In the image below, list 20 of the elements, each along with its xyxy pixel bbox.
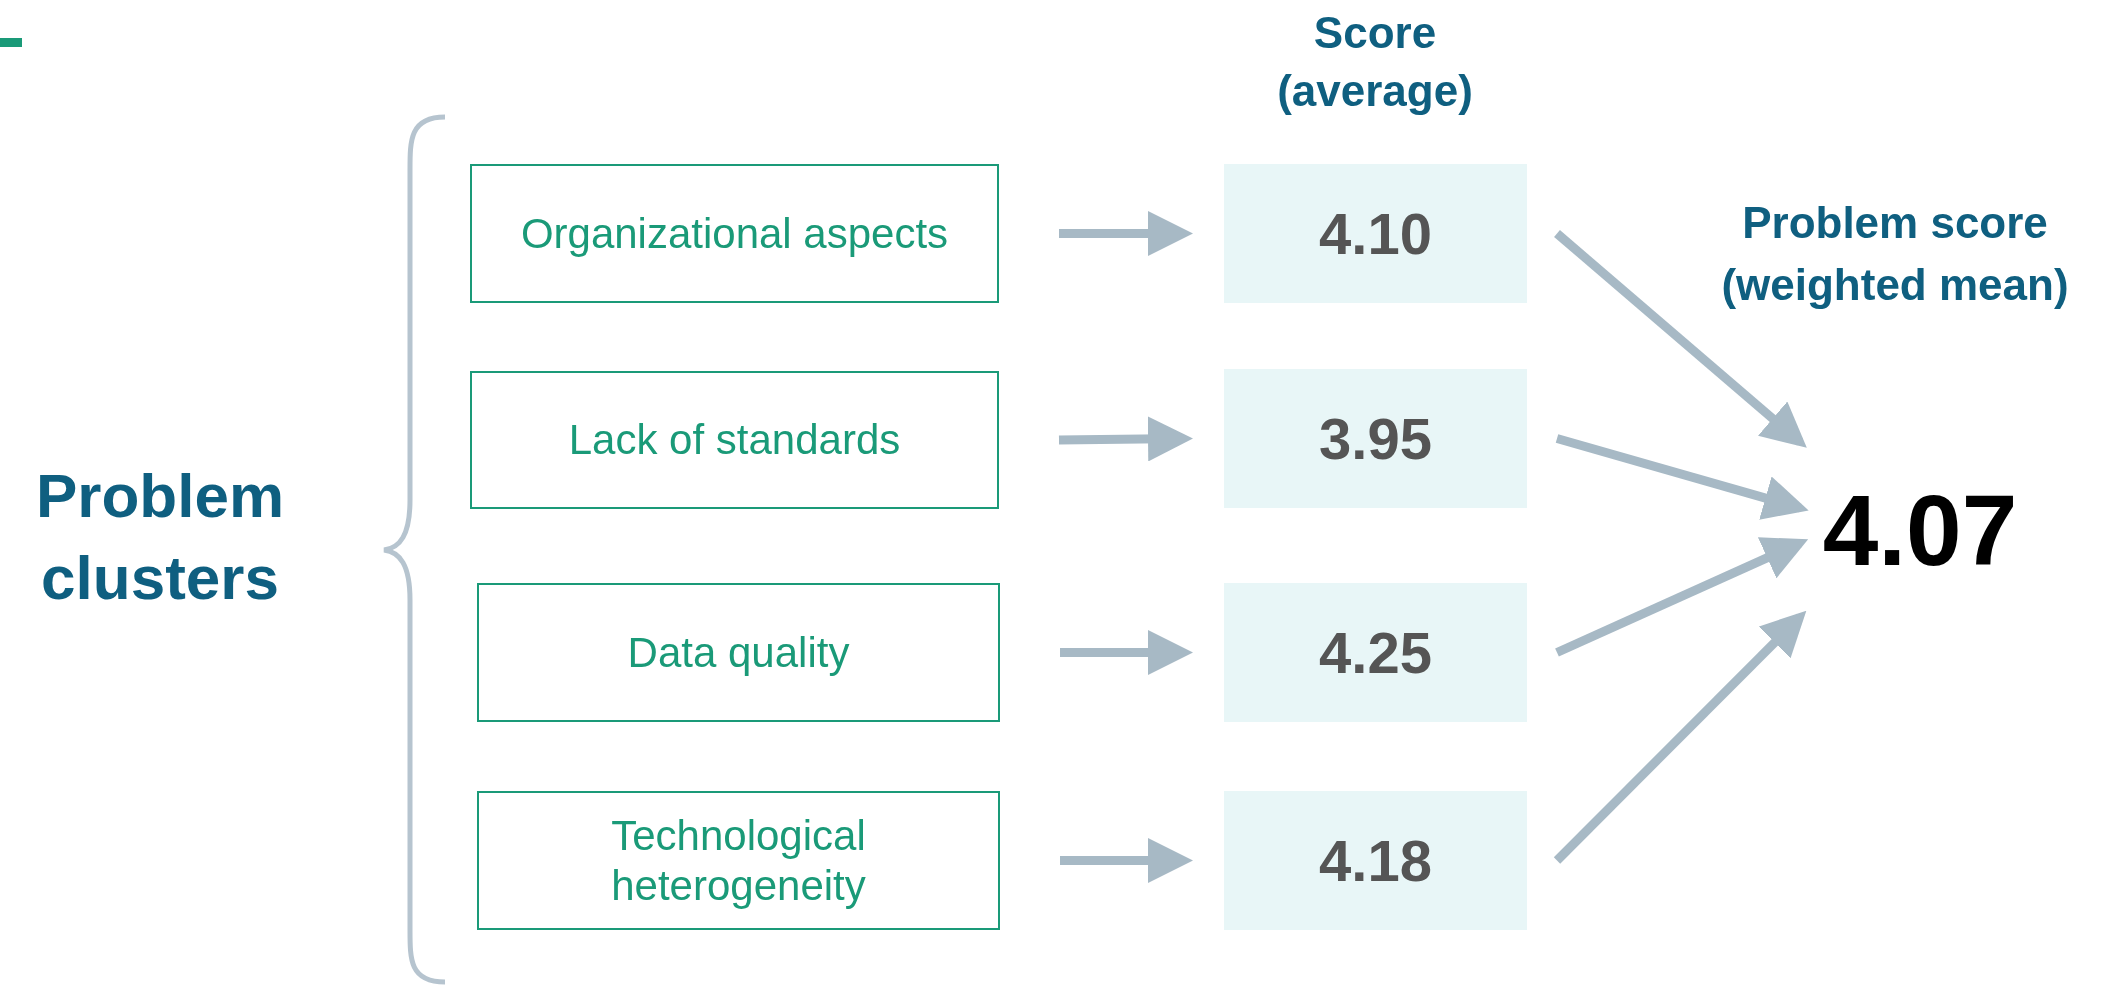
score-box: 3.95 <box>1224 369 1527 508</box>
score-box: 4.10 <box>1224 164 1527 303</box>
arrow <box>1555 434 1809 520</box>
cluster-box: Organizational aspects <box>470 164 999 303</box>
arrow <box>1554 230 1807 448</box>
score-box: 4.25 <box>1224 583 1527 722</box>
cluster-box: Lack of standards <box>470 371 999 509</box>
column-heading: Score (average) <box>1276 7 1474 117</box>
arrow <box>1058 416 1193 462</box>
arrow <box>1555 537 1809 657</box>
arrow <box>1060 630 1193 675</box>
cluster-box: Data quality <box>477 583 1000 722</box>
score-box: 4.18 <box>1224 791 1527 930</box>
arrow <box>1059 211 1193 256</box>
arrow <box>1553 610 1807 864</box>
group-heading: Problem clusters <box>34 460 286 614</box>
arrow <box>1060 838 1193 883</box>
cluster-box: Technological heterogeneity <box>477 791 1000 930</box>
column-heading: Problem score (weighted mean) <box>1720 197 2070 311</box>
result-value: 4.07 <box>1800 420 2040 640</box>
